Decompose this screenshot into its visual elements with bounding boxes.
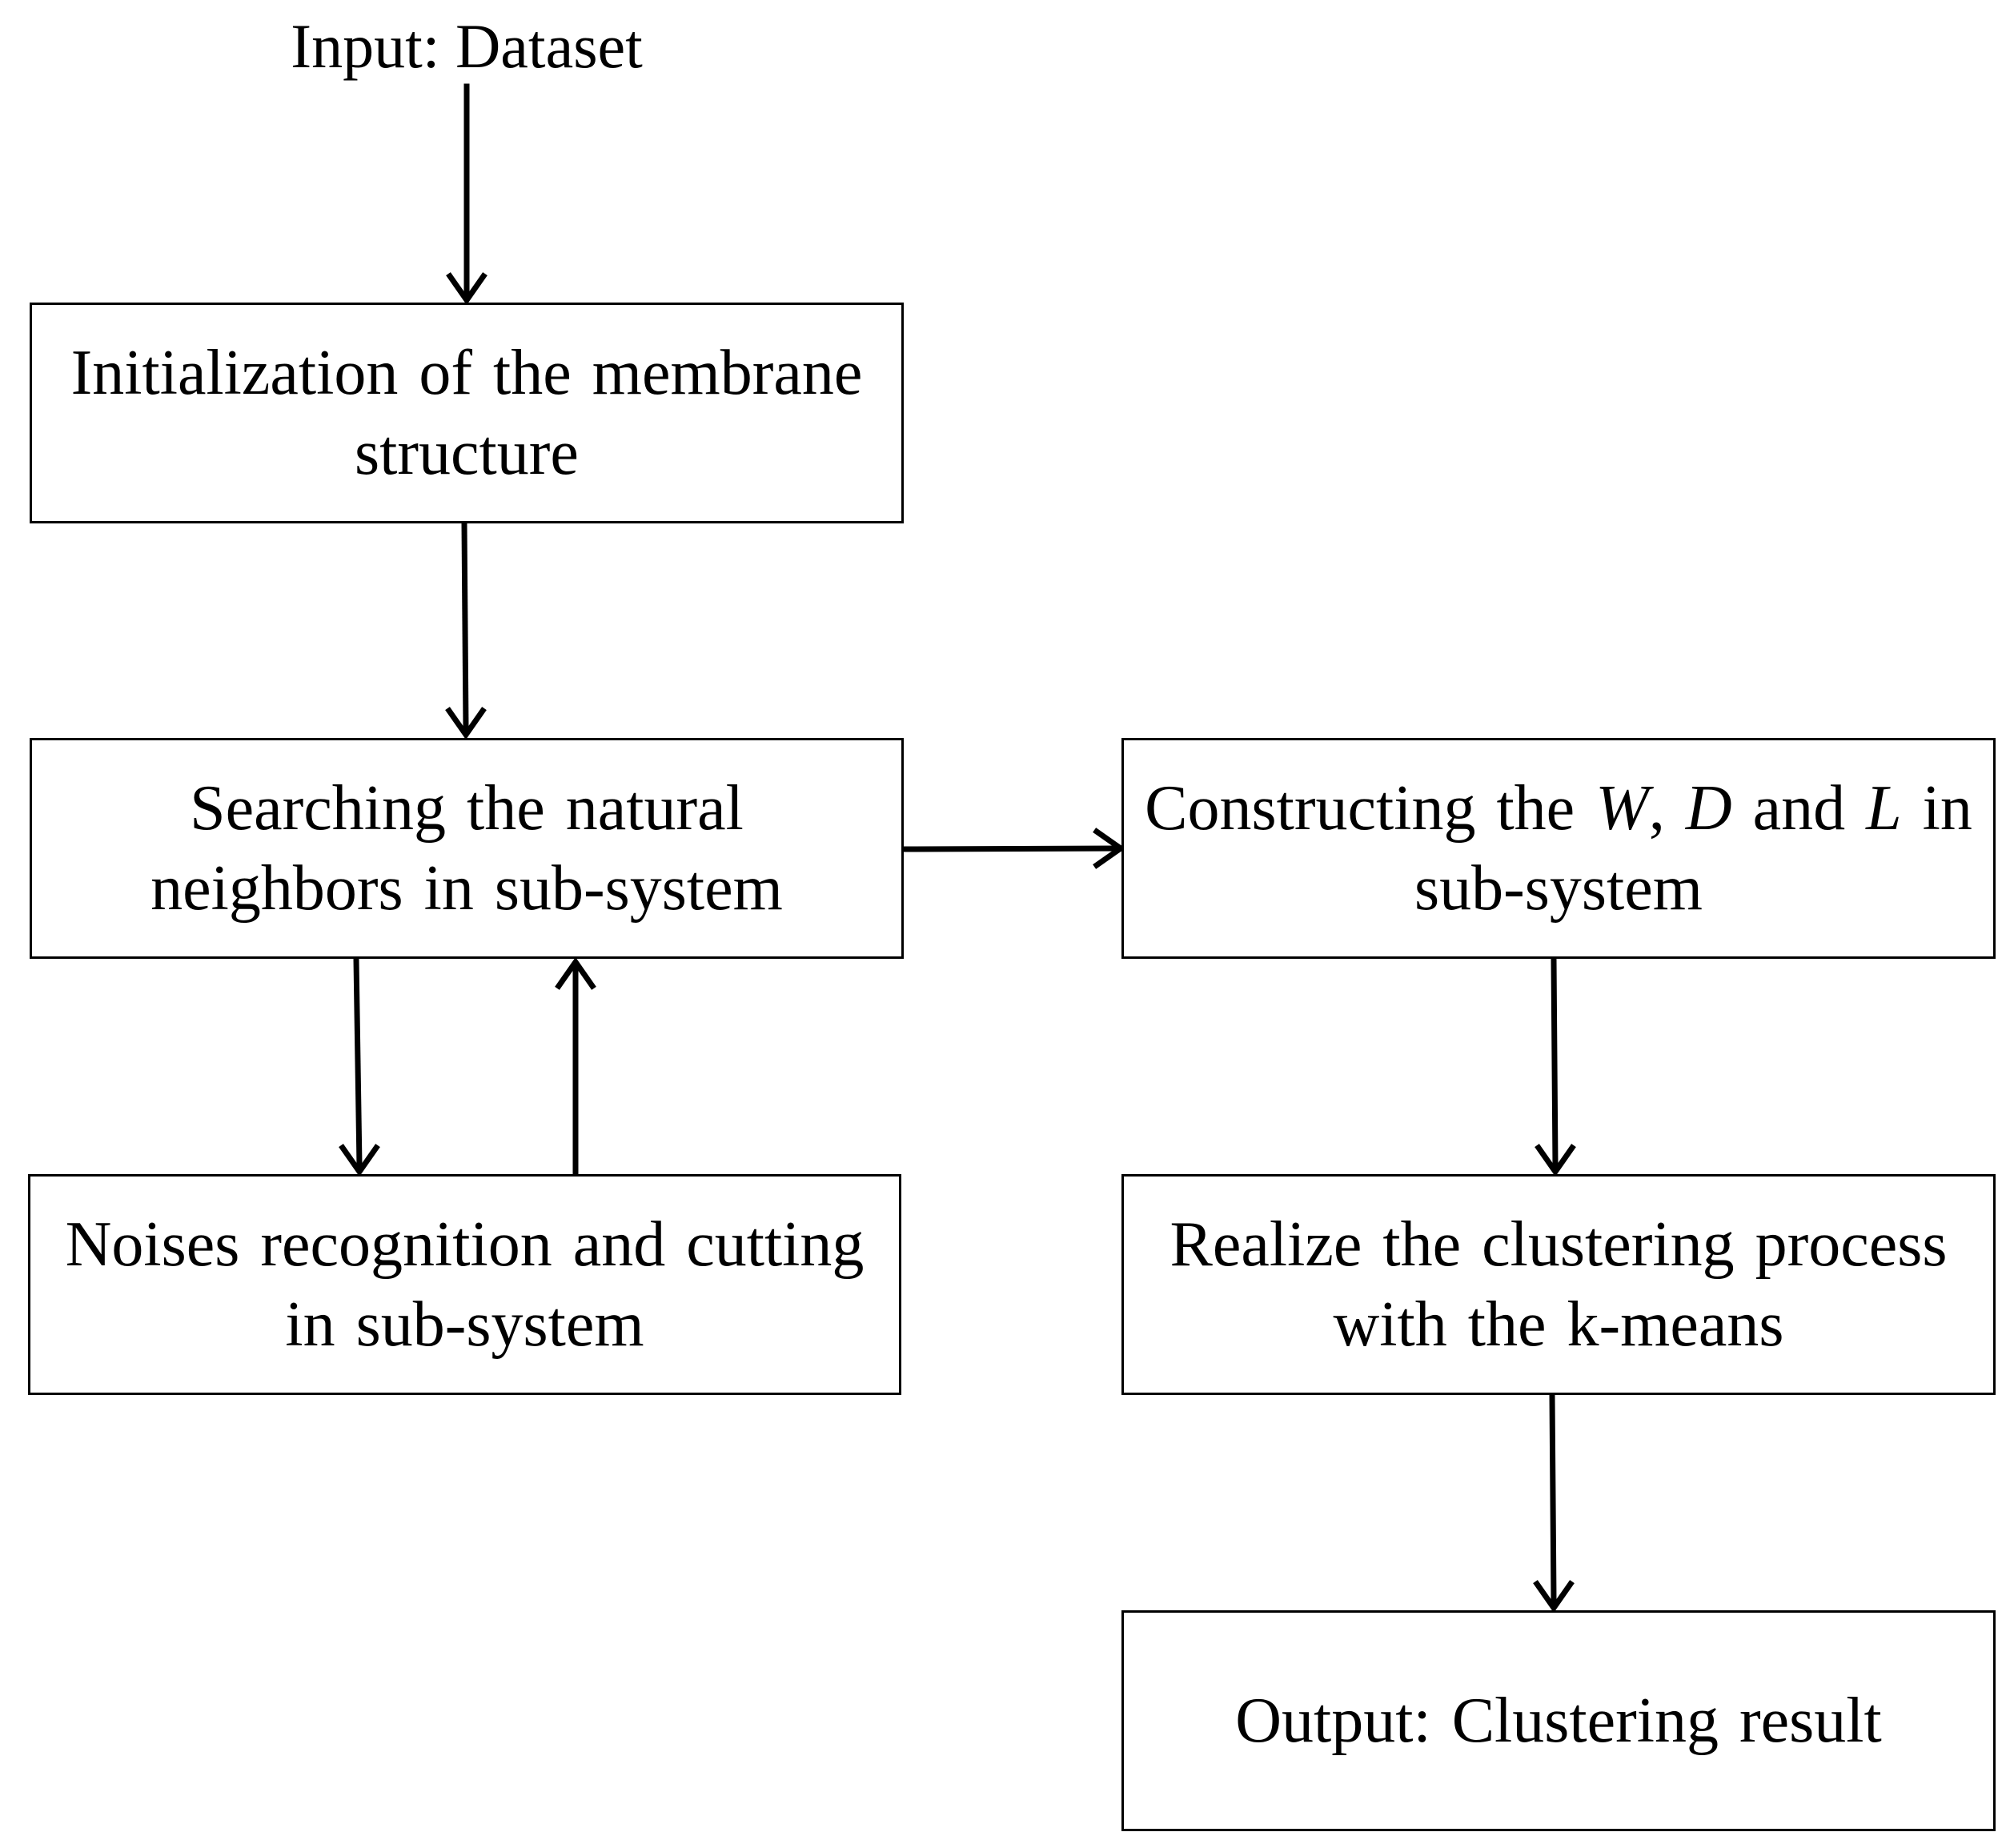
step-cluster-box: Realize the clustering process with the …	[1121, 1174, 1996, 1395]
input-label: Input: Dataset	[267, 6, 667, 86]
step-init-line1: Initialization of the membrane	[70, 338, 863, 408]
step-output-text: Output: Clustering result	[1235, 1681, 1882, 1761]
construct-and: and	[1752, 773, 1846, 844]
arrowhead-cluster-to-output	[1533, 1580, 1575, 1613]
arrowhead-search-to-noise	[339, 1144, 380, 1177]
step-output-box: Output: Clustering result	[1121, 1610, 1996, 1831]
arrow-cluster-to-output	[1549, 1393, 1557, 1605]
step-construct-text: Constructing the W, D and L in sub-syste…	[1145, 768, 1972, 928]
step-cluster-line1: Realize the clustering process	[1169, 1209, 1948, 1280]
step-construct-line2: sub-system	[1414, 853, 1703, 924]
construct-pre: Constructing the	[1145, 773, 1575, 844]
step-init-box: Initialization of the membrane structure	[30, 303, 904, 523]
arrowhead-construct-to-cluster	[1535, 1144, 1576, 1177]
step-search-line2: neighbors in sub-system	[150, 853, 783, 924]
step-init-line2: structure	[355, 418, 579, 488]
construct-in: in	[1922, 773, 1972, 844]
arrow-init-to-search	[461, 520, 469, 732]
construct-comma: ,	[1648, 773, 1665, 844]
construct-w: W	[1595, 773, 1649, 844]
step-cluster-line2: with the k-means	[1333, 1289, 1784, 1360]
step-noise-text: Noises recognition and cutting in sub-sy…	[66, 1205, 865, 1365]
arrowhead-noise-to-search	[555, 956, 596, 990]
arrow-search-to-construct	[901, 845, 1118, 852]
step-construct-line1: Constructing the W, D and L in	[1145, 768, 1972, 848]
arrow-construct-to-cluster	[1551, 956, 1559, 1169]
input-label-text: Input: Dataset	[291, 11, 643, 81]
arrowhead-input-to-init	[446, 272, 487, 306]
step-cluster-text: Realize the clustering process with the …	[1170, 1205, 1948, 1365]
step-search-text: Searching the natural neighbors in sub-s…	[150, 768, 783, 928]
step-noise-box: Noises recognition and cutting in sub-sy…	[28, 1174, 901, 1395]
arrowhead-search-to-construct	[1093, 828, 1126, 869]
arrow-search-to-noise	[353, 956, 363, 1169]
construct-l: L	[1866, 773, 1902, 844]
arrowhead-init-to-search	[445, 707, 487, 740]
step-noise-line1: Noises recognition and cutting	[65, 1209, 865, 1280]
step-init-text: Initialization of the membrane structure	[71, 333, 863, 493]
step-construct-box: Constructing the W, D and L in sub-syste…	[1121, 738, 1996, 959]
step-search-line1: Searching the natural	[190, 773, 744, 844]
construct-d: D	[1685, 773, 1732, 844]
step-search-box: Searching the natural neighbors in sub-s…	[30, 738, 904, 959]
step-output-line1: Output: Clustering result	[1235, 1686, 1882, 1756]
step-noise-line2: in sub-system	[285, 1289, 644, 1360]
